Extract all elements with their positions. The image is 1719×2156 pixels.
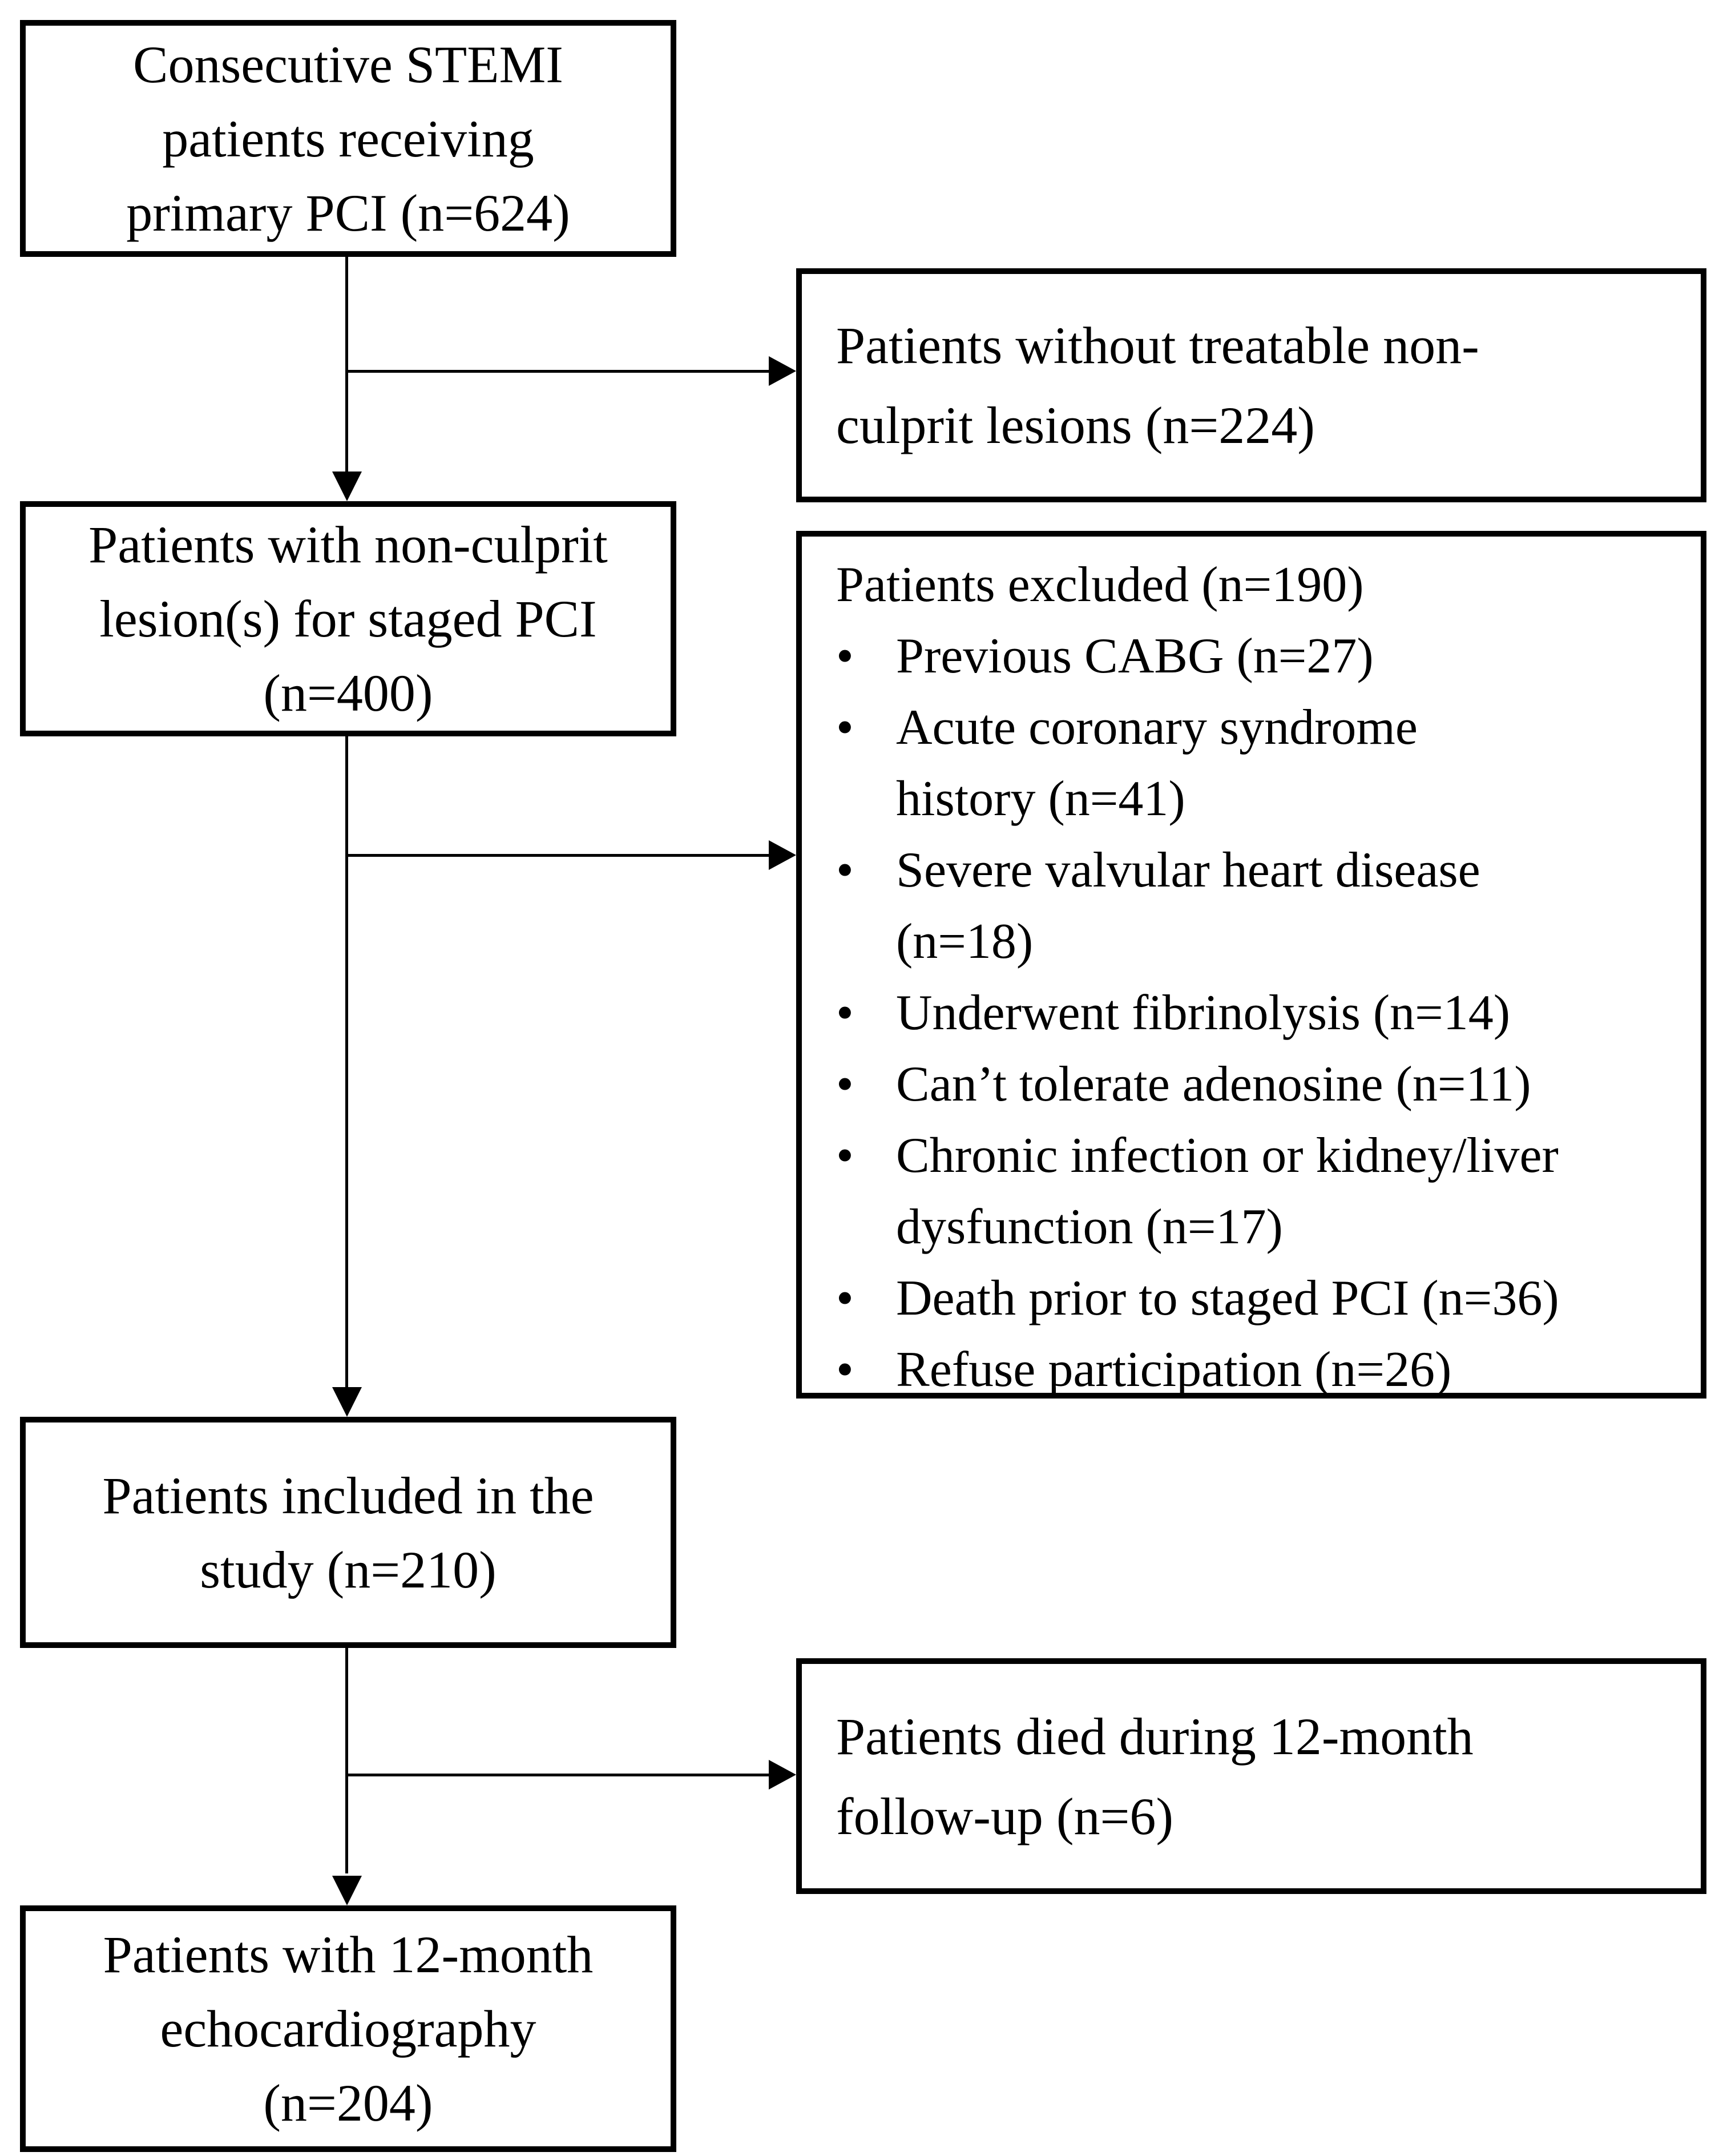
box-12-month-echocardiography-text: Patients with 12-month echocardiography … (103, 1925, 594, 2132)
arrowhead-right-icon (769, 840, 796, 870)
excluded-item-text: Previous CABG (n=27) (896, 628, 1374, 684)
bullet-icon: • (836, 1342, 854, 1397)
box-consecutive-stemi-text: Consecutive STEMI patients receiving pri… (126, 35, 570, 242)
excluded-item-row: • Acute coronary syndrome history (n=41) (836, 692, 1684, 835)
excluded-item-text: Refuse participation (n=26) (896, 1342, 1452, 1397)
excluded-item-text: Severe valvular heart disease (n=18) (896, 843, 1480, 969)
bullet-icon: • (836, 1128, 854, 1183)
box-patients-included: Patients included in the study (n=210) (20, 1417, 676, 1648)
excluded-item-row: • Underwent fibrinolysis (n=14) (836, 977, 1684, 1049)
box-died-during-followup: Patients died during 12-month follow-up … (796, 1658, 1706, 1894)
arrowhead-right-icon (769, 356, 796, 386)
connector-vertical-3 (345, 1648, 348, 1873)
box-nonculprit-staged-pci: Patients with non-culprit lesion(s) for … (20, 501, 676, 736)
bullet-icon: • (836, 843, 854, 898)
excluded-item-row: • Previous CABG (n=27) (836, 620, 1684, 692)
box-patients-included-text: Patients included in the study (n=210) (102, 1466, 594, 1599)
box-died-during-followup-text: Patients died during 12-month follow-up … (836, 1707, 1474, 1845)
excluded-item-row: • Can’t tolerate adenosine (n=11) (836, 1049, 1684, 1120)
bullet-icon: • (836, 985, 854, 1041)
excluded-item-text: Death prior to staged PCI (n=36) (896, 1271, 1559, 1326)
bullet-icon: • (836, 1057, 854, 1112)
bullet-icon: • (836, 1271, 854, 1326)
excluded-item-row: • Chronic infection or kidney/liver dysf… (836, 1120, 1684, 1263)
excluded-item-text: Can’t tolerate adenosine (n=11) (896, 1057, 1531, 1112)
box-without-treatable-lesions: Patients without treatable non- culprit … (796, 268, 1706, 502)
box-12-month-echocardiography: Patients with 12-month echocardiography … (20, 1905, 676, 2152)
connector-branch-3 (345, 1774, 770, 1776)
arrowhead-down-icon (332, 1387, 362, 1417)
excluded-header: Patients excluded (n=190) (836, 557, 1364, 612)
box-nonculprit-staged-pci-text: Patients with non-culprit lesion(s) for … (88, 515, 608, 722)
box-consecutive-stemi-patients: Consecutive STEMI patients receiving pri… (20, 20, 676, 257)
bullet-icon: • (836, 700, 854, 755)
box-patients-excluded: Patients excluded (n=190) • Previous CAB… (796, 531, 1706, 1399)
connector-vertical-2 (345, 736, 348, 1389)
arrowhead-down-icon (332, 1876, 362, 1905)
connector-branch-2 (345, 854, 770, 857)
arrowhead-right-icon (769, 1760, 796, 1790)
arrowhead-down-icon (332, 472, 362, 501)
connector-vertical-1 (345, 257, 348, 474)
excluded-item-row: • Refuse participation (n=26) (836, 1334, 1684, 1405)
excluded-item-text: Acute coronary syndrome history (n=41) (896, 700, 1418, 827)
bullet-icon: • (836, 628, 854, 684)
box-without-treatable-lesions-text: Patients without treatable non- culprit … (836, 316, 1479, 454)
connector-branch-1 (345, 370, 770, 373)
excluded-item-text: Underwent fibrinolysis (n=14) (896, 985, 1511, 1041)
excluded-item-text: Chronic infection or kidney/liver dysfun… (896, 1128, 1559, 1255)
excluded-item-row: • Severe valvular heart disease (n=18) (836, 835, 1684, 977)
excluded-item-row: • Death prior to staged PCI (n=36) (836, 1263, 1684, 1334)
